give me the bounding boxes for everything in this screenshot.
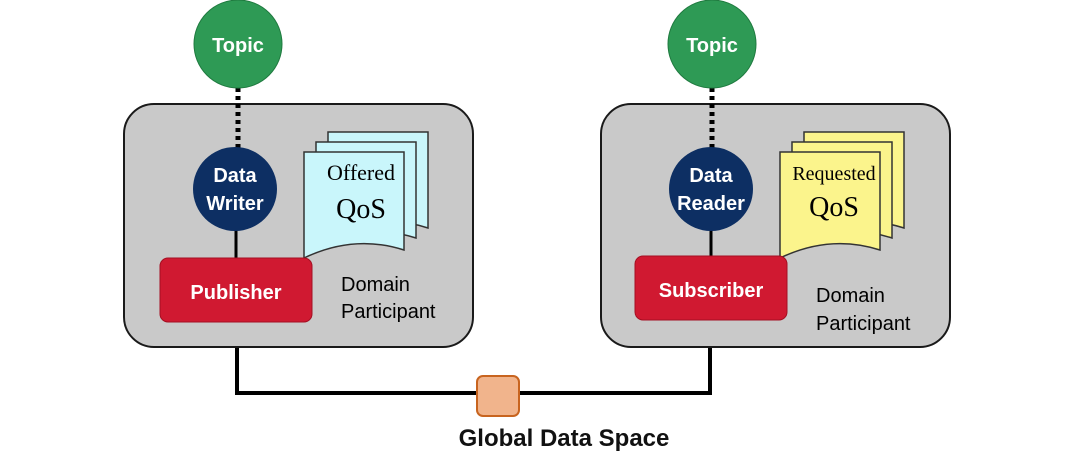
right-topic-node <box>667 0 757 89</box>
right-topic-label: Topic <box>686 35 738 57</box>
data-reader-label-line1: Data <box>689 165 733 187</box>
data-writer-node <box>193 147 277 231</box>
left-domain-participant-label-line1: Domain <box>341 274 410 296</box>
right-domain-participant-label-line2: Participant <box>816 313 911 335</box>
offered-qos-label-line1: Offered <box>327 160 395 185</box>
requested-qos-label-line2: QoS <box>809 192 859 223</box>
publisher-block <box>159 257 313 323</box>
data-reader-node <box>669 147 753 231</box>
right-domain-participant-label-line1: Domain <box>816 285 885 307</box>
global-data-space-node <box>476 375 520 417</box>
offered-qos-label-line2: QoS <box>336 194 386 225</box>
requested-qos-document-stack <box>779 131 905 260</box>
offered-qos-document-stack <box>303 131 429 260</box>
requested-qos-label-line1: Requested <box>792 163 875 185</box>
data-writer-label-line1: Data <box>213 165 257 187</box>
subscriber-label: Subscriber <box>659 280 764 302</box>
left-domain-participant-label-line2: Participant <box>341 301 436 323</box>
data-reader-label-line2: Reader <box>677 193 745 215</box>
publisher-label: Publisher <box>190 282 281 304</box>
left-topic-node <box>193 0 283 89</box>
data-writer-label-line2: Writer <box>206 193 264 215</box>
left-topic-label: Topic <box>212 35 264 57</box>
subscriber-block <box>634 255 788 321</box>
global-data-space-label: Global Data Space <box>459 425 670 452</box>
